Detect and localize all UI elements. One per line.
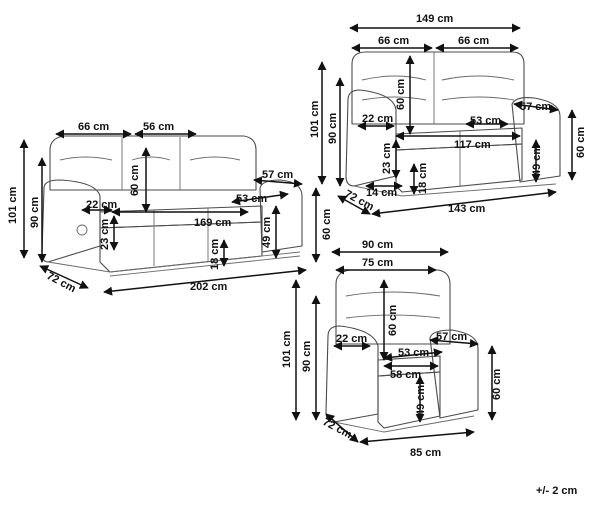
armchair-armrest-depth-label: 57 cm	[436, 331, 467, 343]
three-seater-seat-height-label: 49 cm	[261, 217, 273, 248]
three-seater-width-overall-label: 202 cm	[190, 281, 228, 293]
three-seater-back-height-label: 60 cm	[129, 165, 141, 196]
two-seater-seat-width-left-label: 66 cm	[378, 35, 409, 47]
three-seater-seat-depth-label: 53 cm	[236, 193, 267, 205]
three-seater-height-back-label: 90 cm	[29, 197, 41, 228]
two-seater-back-height-label: 60 cm	[395, 79, 407, 110]
two-seater-armrest-depth-label: 57 cm	[520, 101, 551, 113]
two-seater-base-inset-label: 14 cm	[366, 187, 397, 199]
three-seater-dimension-lines	[19, 129, 321, 296]
three-seater-seat-width-middle-label: 56 cm	[143, 121, 174, 133]
armchair-seat-width-label: 58 cm	[390, 369, 421, 381]
three-seater-height-overall-label: 101 cm	[7, 186, 19, 224]
three-seater-armrest-height-label: 60 cm	[321, 209, 333, 240]
three-seater-seat-width-left-label: 66 cm	[78, 121, 109, 133]
three-seater-leg-height-label: 18 cm	[209, 239, 221, 270]
two-seater-dimension-lines	[317, 23, 577, 218]
three-seater-depth-label: 72 cm	[45, 270, 78, 295]
armchair-depth-label: 72 cm	[321, 416, 354, 441]
two-seater-armrest-width-label: 22 cm	[362, 113, 393, 125]
armchair-width-back-label: 75 cm	[362, 257, 393, 269]
three-seater-outline	[41, 135, 303, 277]
armchair-width-base-label: 85 cm	[410, 447, 441, 459]
three-seater-seat-width-total-label: 169 cm	[194, 217, 232, 229]
two-seater-seat-height-label: 49 cm	[531, 145, 543, 176]
armchair-armrest-height-label: 60 cm	[491, 369, 503, 400]
two-seater-height-overall-label: 101 cm	[309, 100, 321, 138]
armchair-width-overall-label: 90 cm	[362, 239, 393, 251]
tolerance-note: +/- 2 cm	[536, 485, 577, 497]
two-seater-armrest-height-label: 60 cm	[575, 127, 587, 158]
two-seater-height-back-label: 90 cm	[327, 113, 339, 144]
two-seater-seat-width-total-label: 117 cm	[454, 139, 491, 151]
three-seater-armrest-depth-label: 57 cm	[262, 169, 293, 181]
armchair-armrest-width-label: 22 cm	[336, 333, 367, 345]
armchair-dimension-lines	[291, 247, 497, 446]
two-seater-leg-height-label: 18 cm	[417, 163, 429, 194]
armchair-seat-depth-label: 53 cm	[398, 347, 429, 359]
two-seater-seat-depth-label: 53 cm	[470, 115, 501, 127]
two-seater-seat-width-right-label: 66 cm	[458, 35, 489, 47]
three-seater-cushion-height-label: 23 cm	[99, 219, 111, 250]
armchair-back-height-label: 60 cm	[387, 305, 399, 336]
armchair-seat-height-label: 49 cm	[415, 385, 427, 416]
two-seater-width-overall-label: 149 cm	[416, 13, 454, 25]
two-seater-width-base-label: 143 cm	[448, 203, 486, 215]
armchair-height-back-label: 90 cm	[301, 341, 313, 372]
three-seater-armrest-width-label: 22 cm	[86, 199, 117, 211]
armchair-height-overall-label: 101 cm	[281, 330, 293, 368]
two-seater-cushion-height-label: 23 cm	[381, 143, 393, 174]
